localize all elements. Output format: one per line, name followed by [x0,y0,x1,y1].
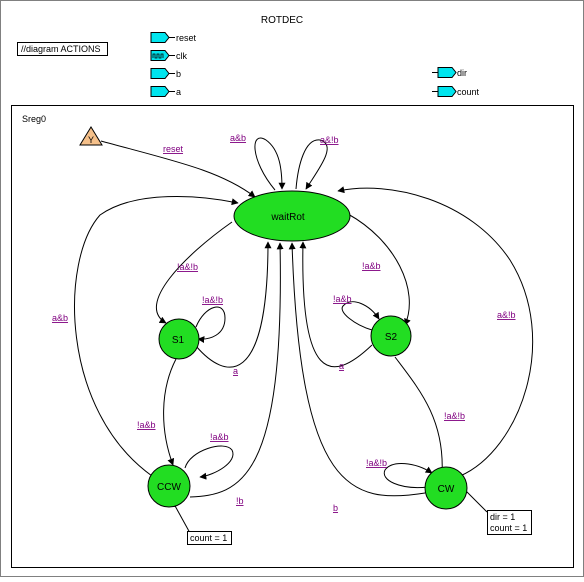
edge-reset-waitRot[interactable] [100,140,256,198]
output-port-dir[interactable]: dir [432,67,467,79]
clock-icon [152,53,164,59]
actions-box-label: //diagram ACTIONS [21,44,101,54]
input-port-reset[interactable]: reset [150,32,197,44]
edge-S2-waitRot[interactable] [299,241,373,368]
reset-symbol[interactable]: Y [79,126,103,146]
edge-S2-loop[interactable] [341,301,380,331]
actions-box[interactable] [17,42,108,56]
output-port-label: dir [457,68,467,78]
state-label: waitRot [270,212,305,223]
transition-label-CW-waitRot-b[interactable]: b [333,503,338,513]
edge-S1-waitRot[interactable] [195,241,272,368]
input-port-label: reset [176,33,197,43]
edge-CCW-loop[interactable] [184,445,234,480]
transition-label-waitRot-ab[interactable]: a&b [230,133,246,143]
edge-CW-waitRot-anb[interactable] [337,186,534,477]
transition-label-S2-CW[interactable]: !a&!b [444,411,465,421]
edge-waitRot-loop-anb[interactable] [295,139,328,190]
machine-name: Sreg0 [22,114,46,124]
state-label: S2 [385,332,398,343]
output-port-label: count [457,87,480,97]
edge-CCW-waitRot-ab[interactable] [74,195,239,477]
transition-label-S2-loop[interactable]: !a&b [333,294,352,304]
edge-S1-loop[interactable] [195,306,226,344]
action-connector-CCW [173,503,191,534]
state-CCW[interactable]: CCW [147,464,191,508]
input-port-label: b [176,69,181,79]
input-port-label: a [176,87,181,97]
transition-label-waitRot-anb[interactable]: a&!b [320,135,339,145]
transition-label-S1-loop[interactable]: !a&!b [202,295,223,305]
input-port-label: clk [176,51,187,61]
edge-CW-waitRot-b[interactable] [288,242,426,497]
transition-label-CCW-loop[interactable]: !a&b [210,432,229,442]
transition-label-CCW-waitRot-ab[interactable]: a&b [52,313,68,323]
edge-CW-loop[interactable] [383,463,433,489]
action-box-CCW[interactable]: count = 1 [187,531,232,545]
transition-label-waitRot-S2[interactable]: !a&b [362,261,381,271]
output-port-count[interactable]: count [432,86,480,98]
input-port-clk[interactable]: clk [150,50,187,62]
transition-label-S1-CCW[interactable]: !a&b [137,420,156,430]
state-label: CCW [157,482,181,493]
transition-label-S2-waitRot[interactable]: a [339,361,344,371]
edge-waitRot-S2[interactable] [347,213,411,326]
state-label: CW [438,484,455,495]
action-box-CW[interactable]: dir = 1 count = 1 [487,510,532,535]
input-port-a[interactable]: a [150,86,181,98]
transition-label-S1-waitRot[interactable]: a [233,366,238,376]
transition-label-CCW-waitRot-nb[interactable]: !b [236,496,244,506]
action-text: count = 1 [190,533,227,543]
state-label: S1 [172,335,185,346]
state-S1[interactable]: S1 [158,318,200,360]
transition-label-CW-loop[interactable]: !a&!b [366,458,387,468]
edge-S2-CW[interactable] [394,356,446,476]
transition-label-reset[interactable]: reset [163,144,184,154]
state-CW[interactable]: CW [424,466,468,510]
edge-CCW-waitRot-nb[interactable] [189,242,284,498]
reset-symbol-label: Y [88,135,94,145]
transition-label-CW-waitRot-anb[interactable]: a&!b [497,310,516,320]
transition-label-waitRot-S1[interactable]: !a&!b [177,262,198,272]
state-S2[interactable]: S2 [370,315,412,357]
diagram-title: ROTDEC [261,15,303,26]
edge-waitRot-S1[interactable] [155,221,233,324]
action-text: dir = 1 [490,512,515,522]
input-port-b[interactable]: b [150,68,181,80]
action-text: count = 1 [490,523,527,533]
state-machine-frame [11,105,574,568]
edge-waitRot-loop-ab[interactable] [254,137,286,191]
state-waitRot[interactable]: waitRot [233,190,351,242]
edge-S1-CCW[interactable] [163,358,177,466]
